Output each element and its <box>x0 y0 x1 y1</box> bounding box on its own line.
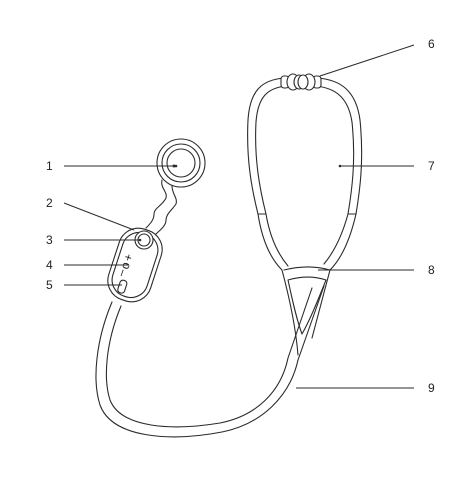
chestpiece-stem <box>145 179 177 235</box>
callout-7: 7 <box>428 159 435 173</box>
callout-3: 3 <box>46 233 53 247</box>
chestpiece <box>156 138 206 188</box>
callout-2: 2 <box>46 196 53 210</box>
volume-plus-symbol: + <box>121 252 136 263</box>
binaural-headset <box>247 77 363 356</box>
volume-minus-symbol: – <box>114 267 129 278</box>
callout-1: 1 <box>46 159 53 173</box>
leader-lines <box>63 44 415 389</box>
callout-8: 8 <box>428 263 435 277</box>
tubing <box>95 285 325 438</box>
callout-5: 5 <box>46 278 53 292</box>
callout-6: 6 <box>428 37 435 51</box>
callout-4: 4 <box>46 258 53 272</box>
callout-9: 9 <box>428 381 435 395</box>
callout-numbers: 1 2 3 4 5 6 7 8 9 <box>46 37 435 395</box>
indicator-slot <box>117 279 128 294</box>
eartips <box>280 73 322 91</box>
